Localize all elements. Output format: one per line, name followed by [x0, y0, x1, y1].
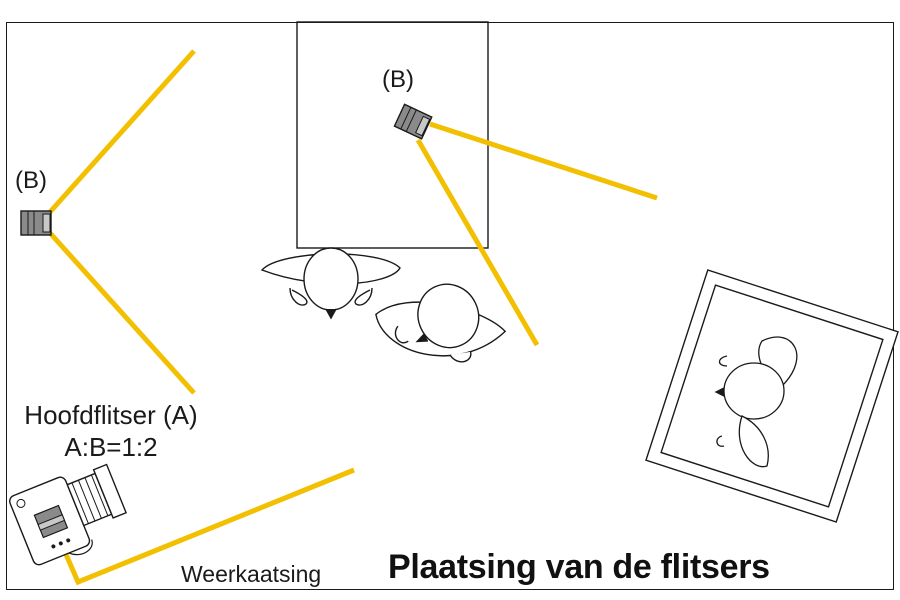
diagram-title: Plaatsing van de flitsers	[388, 548, 770, 586]
flash-b-top-label: (B)	[382, 66, 414, 93]
camera-with-main-flash	[9, 463, 127, 566]
flash-b-left-label: (B)	[15, 167, 47, 194]
flash-unit-b-top	[393, 103, 433, 140]
beam-left-upper	[48, 49, 196, 214]
flash-unit-b-left	[20, 210, 52, 236]
bounce-label: Weerkaatsing	[181, 561, 322, 587]
light-beams	[48, 49, 658, 586]
backdrop	[296, 21, 489, 249]
beam-top-down	[415, 138, 540, 347]
main-flash-label: Hoofdflitser (A)	[24, 400, 198, 430]
beam-left-lower	[48, 231, 196, 395]
subject-person-side	[375, 283, 507, 363]
ratio-label: A:B=1:2	[64, 432, 158, 462]
subject-person-front	[260, 247, 401, 320]
wall-picture	[645, 269, 899, 523]
beam-top-right	[429, 121, 658, 201]
